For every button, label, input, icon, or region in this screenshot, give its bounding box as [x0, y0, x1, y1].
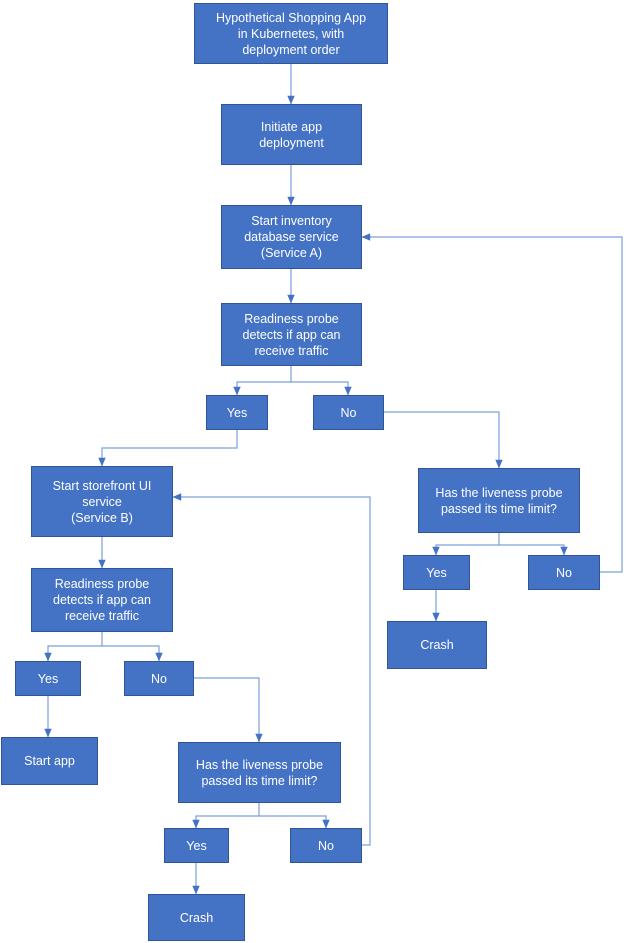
- node-svc_b[interactable]: Start storefront UI service (Service B): [31, 466, 173, 537]
- connector-liveness-b-split-no: [259, 815, 330, 829]
- node-crash_b[interactable]: Crash: [148, 894, 245, 941]
- node-initiate[interactable]: Initiate app deployment: [221, 104, 362, 165]
- connector-yes-a-to-svc-b: [98, 430, 238, 467]
- node-liveness_a_no[interactable]: No: [528, 555, 600, 590]
- connector-no-b-to-liveness-b: [194, 677, 263, 743]
- node-liveness_b[interactable]: Has the liveness probe passed its time l…: [178, 742, 341, 803]
- node-yes_a[interactable]: Yes: [206, 395, 268, 430]
- node-liveness_b_yes[interactable]: Yes: [164, 828, 229, 863]
- connector-readiness-a-split: [233, 366, 292, 396]
- node-start_app[interactable]: Start app: [1, 737, 98, 785]
- node-readiness_b[interactable]: Readiness probe detects if app can recei…: [31, 568, 173, 632]
- connector-no-a-to-liveness-a: [384, 411, 503, 469]
- connector-liveness-a-split-yes: [432, 533, 500, 556]
- node-title[interactable]: Hypothetical Shopping App in Kubernetes,…: [194, 3, 388, 64]
- connector-readiness-b-split-yes: [44, 632, 103, 662]
- node-liveness_b_no[interactable]: No: [290, 828, 362, 863]
- node-liveness_a_yes[interactable]: Yes: [403, 555, 470, 590]
- connector-liveness-b-split-yes: [192, 803, 260, 829]
- node-no_b[interactable]: No: [124, 661, 194, 696]
- node-yes_b[interactable]: Yes: [15, 661, 81, 696]
- node-liveness_a[interactable]: Has the liveness probe passed its time l…: [418, 468, 580, 533]
- node-svc_a[interactable]: Start inventory database service (Servic…: [221, 205, 362, 269]
- connector-liveness-a-split-no: [499, 544, 568, 556]
- connector-readiness-a-split-no: [291, 381, 352, 396]
- node-crash_a[interactable]: Crash: [387, 621, 487, 669]
- node-readiness_a[interactable]: Readiness probe detects if app can recei…: [221, 303, 362, 366]
- connector-readiness-b-split-no: [102, 645, 163, 662]
- node-no_a[interactable]: No: [313, 395, 384, 430]
